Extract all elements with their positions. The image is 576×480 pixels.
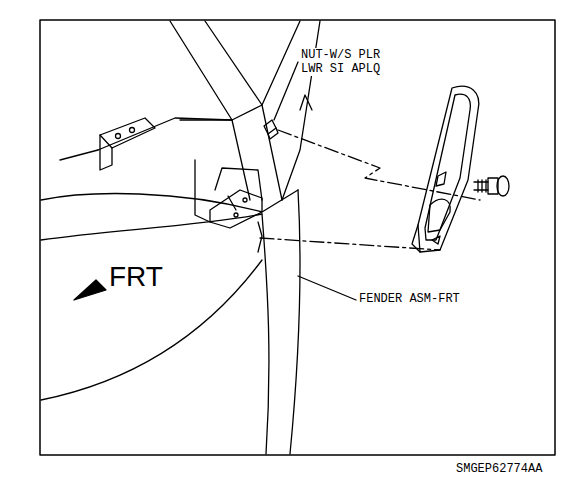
figure-frame	[40, 20, 555, 455]
screw	[474, 176, 509, 196]
direction-label: FRT	[108, 262, 164, 292]
part-name: NUT-W/S PLR LWR SI APLQ	[300, 48, 386, 76]
figure-id: SMGEP62774AA	[455, 462, 543, 476]
alignment-line	[258, 222, 262, 252]
nut-symbol	[264, 120, 278, 139]
leader-line	[274, 62, 298, 120]
front-fender	[41, 168, 300, 454]
hinge-bracket	[100, 118, 262, 228]
leader-line	[298, 276, 356, 300]
lower-side-applique	[412, 86, 479, 252]
part-name: FENDER ASM-FRT	[358, 292, 461, 306]
body-pillar	[60, 21, 320, 200]
front-arrow	[74, 280, 106, 300]
